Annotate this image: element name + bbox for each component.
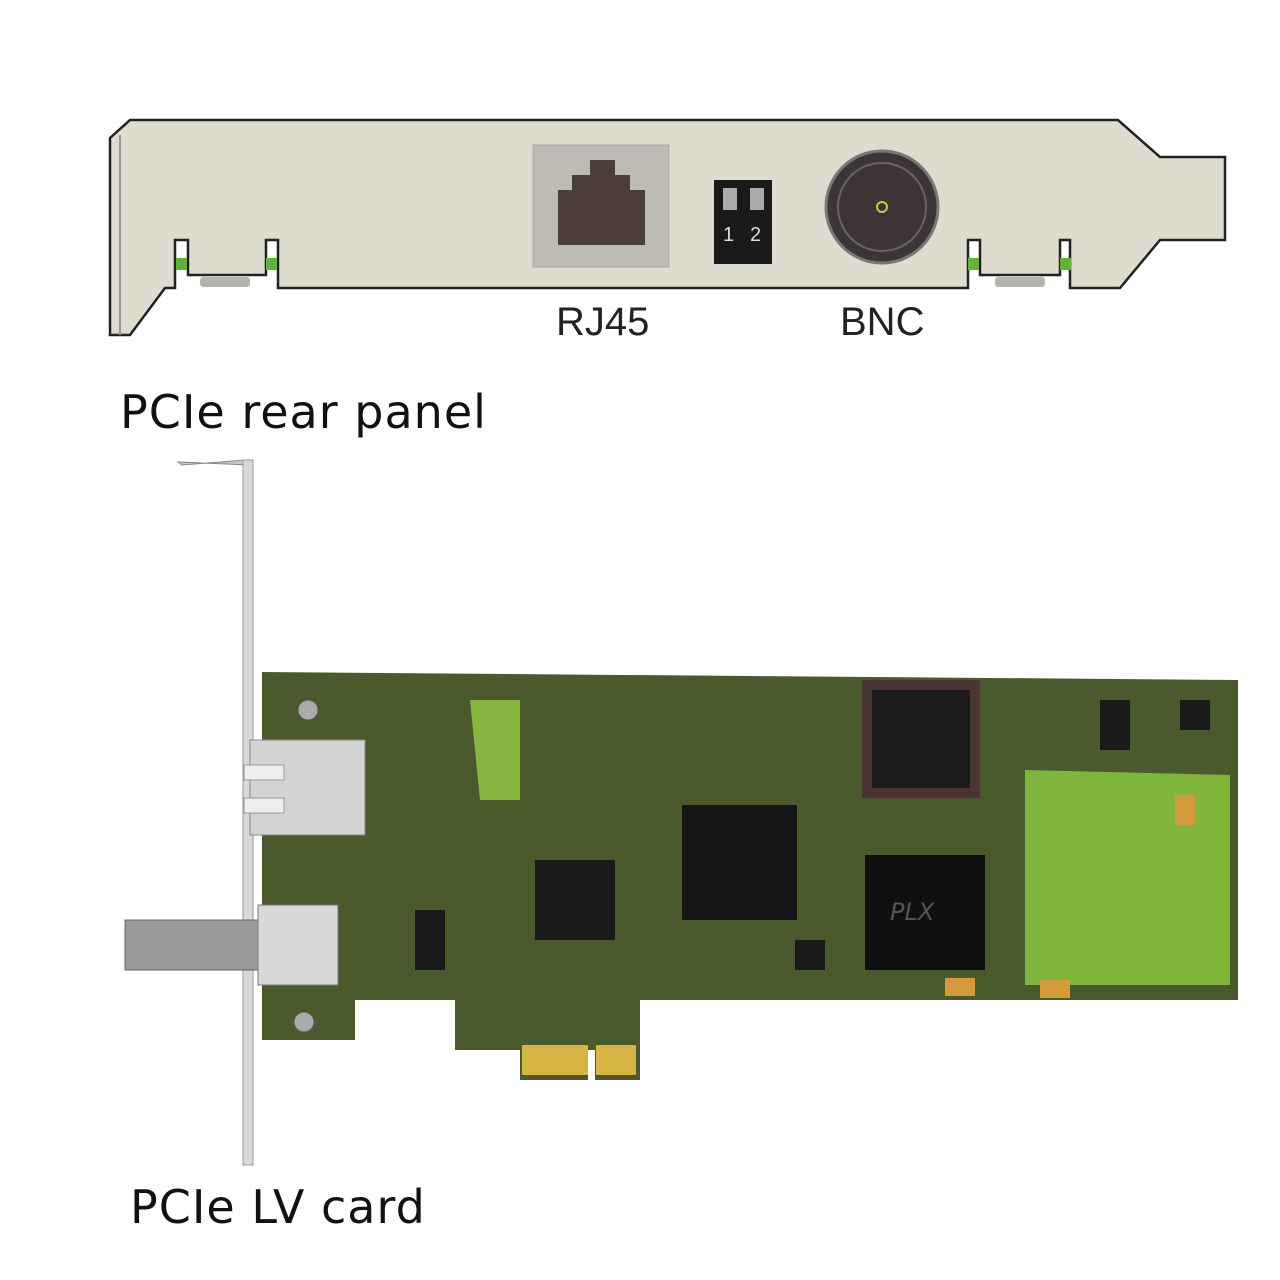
pcie-card-photo: PLX (124, 459, 1238, 1166)
chip-marking: PLX (890, 898, 935, 926)
bnc-connector-icon (824, 149, 940, 265)
rj45-port-icon (532, 144, 670, 268)
bnc-label: BNC (840, 300, 925, 344)
card-caption: PCIe LV card (130, 1180, 426, 1234)
switch-label-1: 1 (723, 224, 735, 246)
rear-panel-caption: PCIe rear panel (120, 385, 487, 439)
dip-switch-icon (714, 180, 772, 264)
rj45-label: RJ45 (556, 300, 650, 344)
switch-label-2: 2 (750, 224, 762, 246)
